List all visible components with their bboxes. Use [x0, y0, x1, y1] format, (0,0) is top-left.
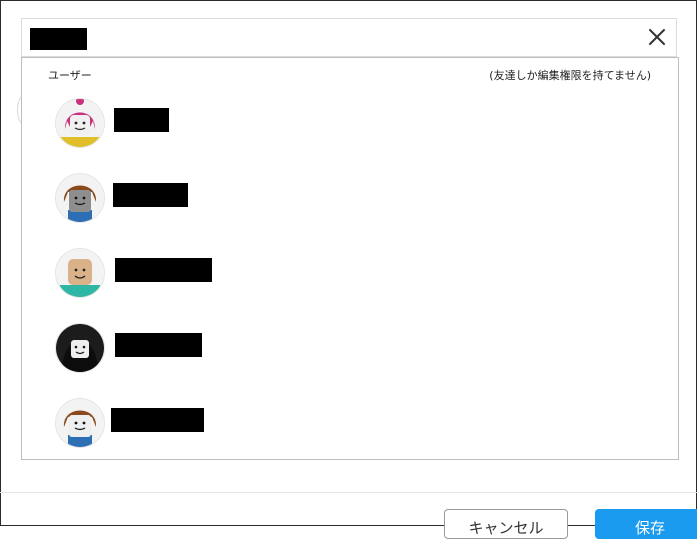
save-button[interactable]: 保存: [595, 509, 697, 539]
user-name: [114, 108, 169, 132]
search-bar: [21, 18, 677, 57]
list-header: ユーザー: [48, 69, 92, 82]
bald-avatar: [55, 248, 105, 298]
user-option[interactable]: [22, 317, 678, 383]
close-icon: [649, 29, 665, 45]
user-name: [111, 408, 204, 432]
brown-hair-gray-face-avatar: [55, 173, 105, 223]
dark-hair-avatar: [55, 323, 105, 373]
search-input[interactable]: [30, 28, 87, 50]
pink-hair-avatar: [55, 98, 105, 148]
brown-hair-avatar: [55, 398, 105, 448]
user-name: [115, 258, 212, 282]
user-option[interactable]: [22, 92, 678, 158]
close-button[interactable]: [647, 27, 667, 47]
user-option[interactable]: [22, 242, 678, 308]
list-note: (友達しか編集権限を持てません): [489, 69, 651, 82]
user-name: [113, 183, 188, 207]
user-dropdown: ユーザー (友達しか編集権限を持てません): [21, 57, 679, 460]
cancel-button[interactable]: キャンセル: [444, 509, 568, 539]
footer-divider: [0, 492, 697, 493]
user-option[interactable]: [22, 167, 678, 233]
user-name: [115, 333, 202, 357]
user-option[interactable]: [22, 392, 678, 458]
